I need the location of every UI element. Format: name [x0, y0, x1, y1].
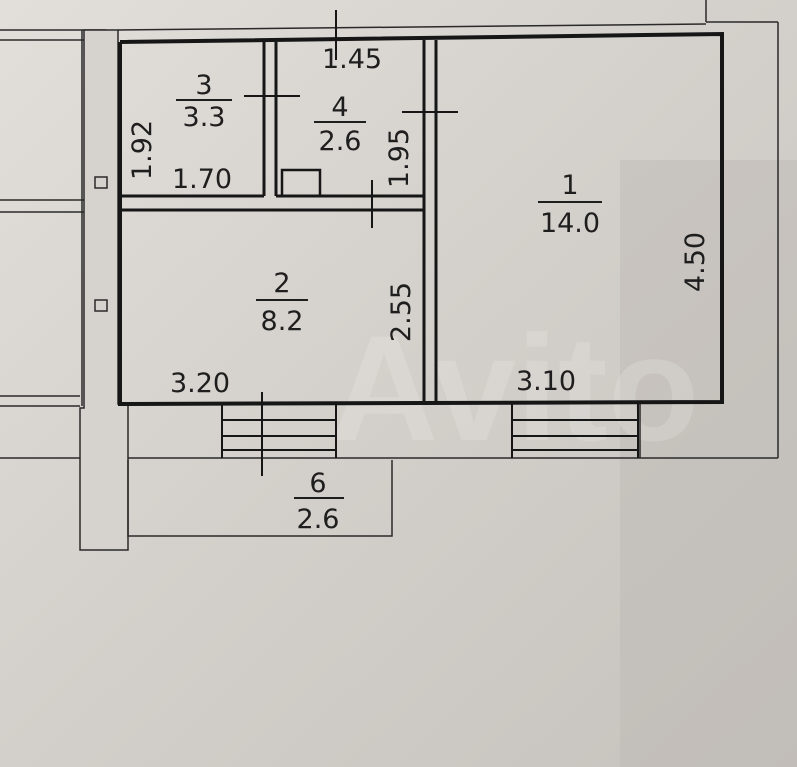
outer-frame: [0, 0, 779, 459]
room-6-outline: [127, 460, 393, 537]
window-marker-upper: [94, 176, 108, 189]
dimension-ticks: [244, 10, 458, 476]
apartment-outline: [118, 31, 724, 407]
room-2-area: 8.2: [261, 306, 304, 337]
room-2-number: 2: [273, 268, 290, 299]
room-4-area: 2.6: [319, 126, 362, 157]
room-6-area: 2.6: [297, 504, 340, 535]
room-3-area: 3.3: [183, 102, 226, 133]
entry-steps-left: [221, 404, 337, 458]
shadow-area: [620, 160, 797, 767]
dim-room4-height: 1.95: [384, 128, 415, 188]
room-3-number: 3: [195, 70, 212, 101]
dim-room1-width: 3.10: [516, 366, 576, 397]
dim-room4-width: 1.45: [322, 44, 382, 75]
dim-room1-height: 4.50: [680, 232, 711, 292]
interior-walls: [120, 40, 438, 403]
room-1-area: 14.0: [540, 208, 600, 239]
dim-room2-width: 3.20: [170, 368, 230, 399]
top-wall-outer: [117, 23, 707, 31]
room-6-number: 6: [309, 468, 326, 499]
room-labels: 1 14.0 2 8.2 3 3.3 4 2.6 6 2.6: [176, 70, 602, 535]
dim-room3-height: 1.92: [127, 120, 158, 180]
dimension-labels: 1.45 1.70 3.20 3.10 1.92 1.95 2.55 4.50: [127, 44, 711, 399]
room-1-number: 1: [561, 170, 578, 201]
dim-room3-width: 1.70: [172, 164, 232, 195]
room-4-number: 4: [331, 92, 348, 123]
dim-room2-height: 2.55: [386, 282, 417, 342]
entry-steps-right: [511, 404, 639, 458]
window-marker-lower: [94, 299, 108, 312]
